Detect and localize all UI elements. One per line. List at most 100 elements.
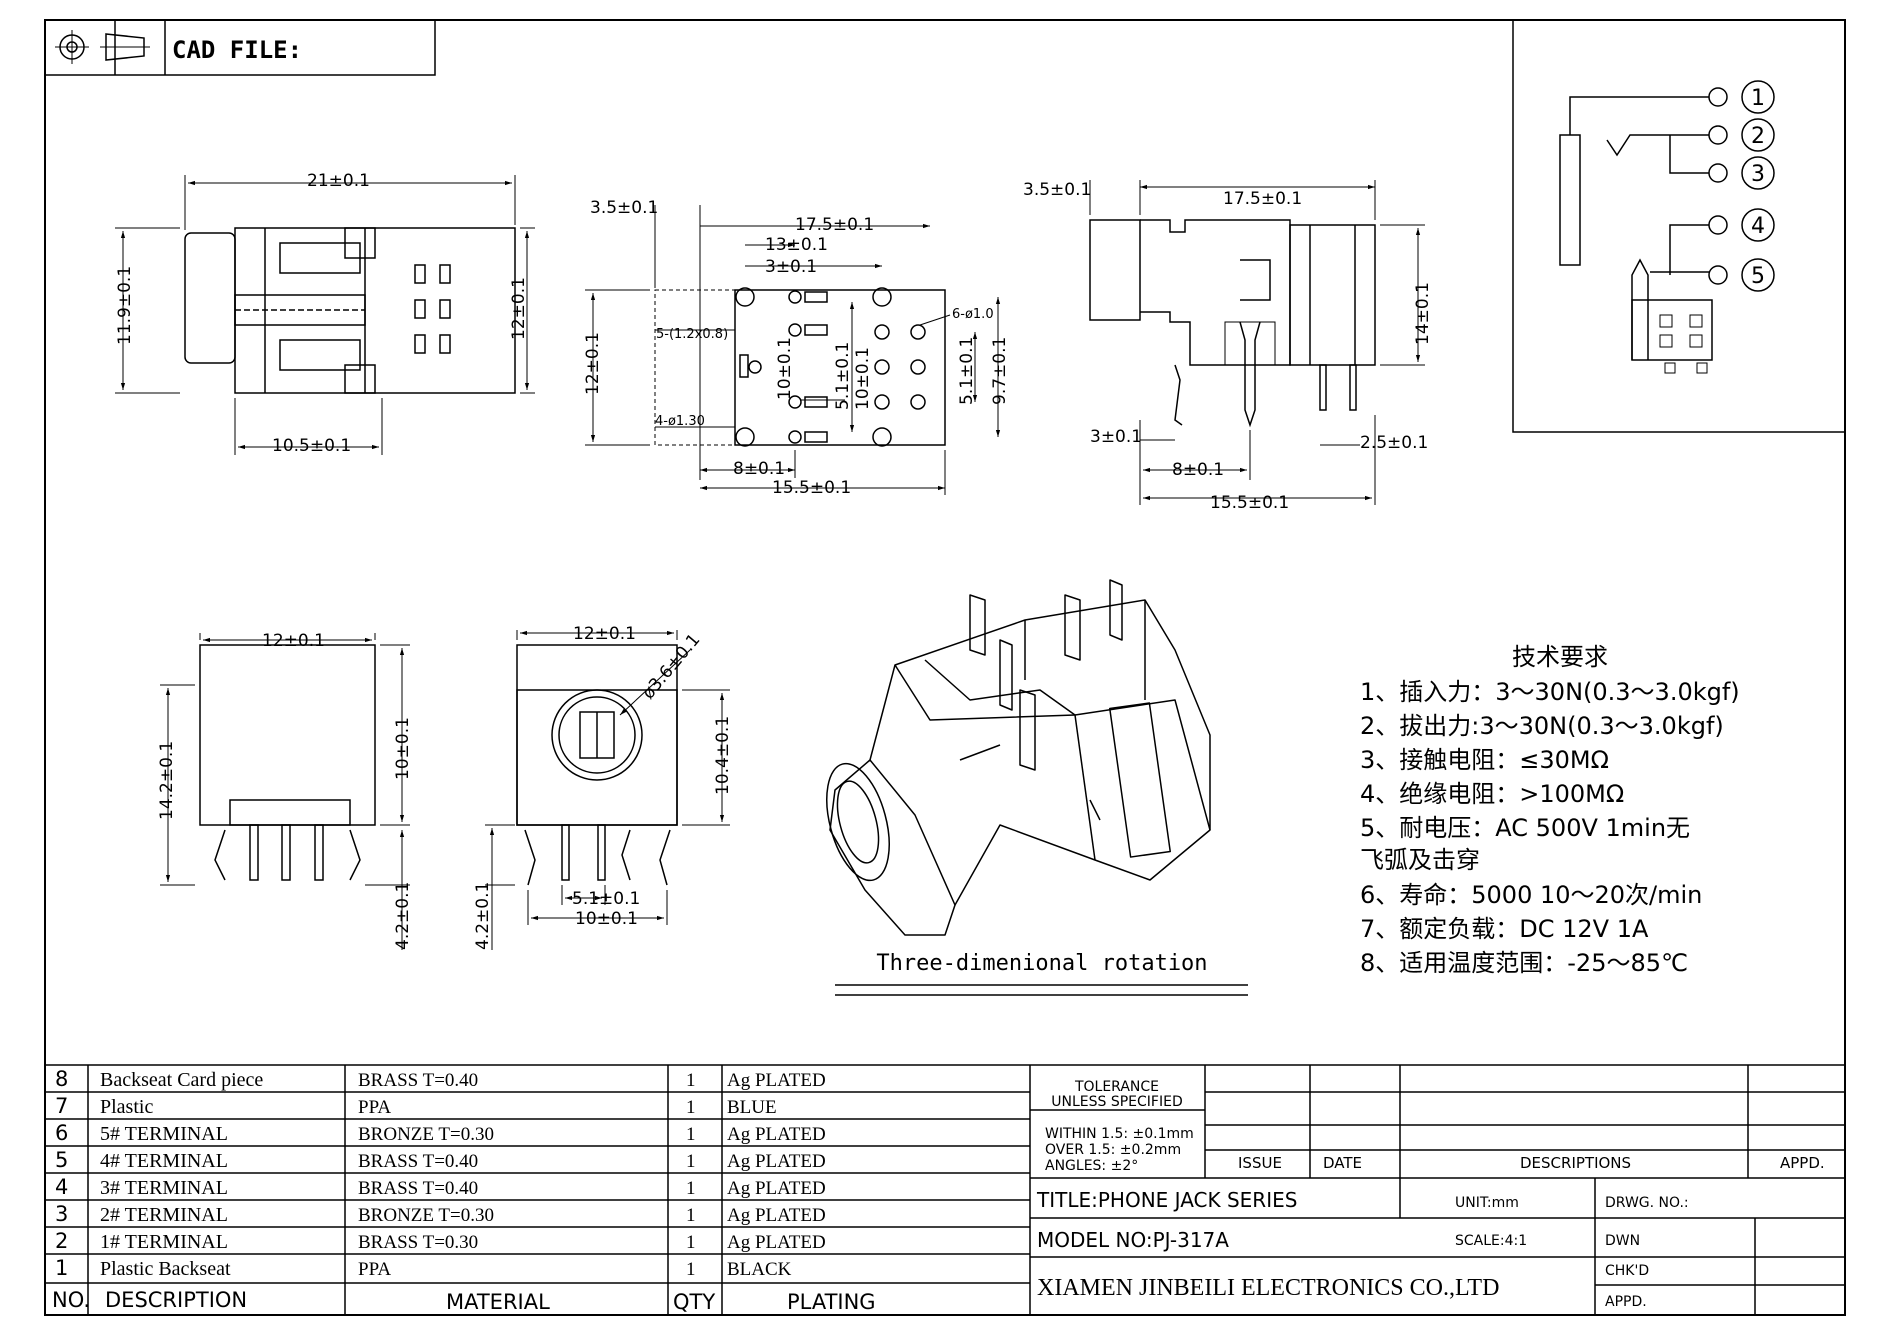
descriptions-label: DESCRIPTIONS: [1520, 1154, 1631, 1172]
cad-header: CAD FILE:: [44, 19, 436, 76]
dim-2-5: 2.5±0.1: [1360, 433, 1428, 453]
bom-cell-no: 2: [55, 1229, 68, 1253]
bom-cell-qty: 1: [686, 1151, 696, 1172]
bom-cell-desc: 1# TERMINAL: [100, 1231, 228, 1253]
pin-label: 2: [1751, 124, 1765, 149]
isometric-view: [826, 579, 1211, 936]
bom-cell-desc: 2# TERMINAL: [100, 1204, 228, 1226]
bom-header-mat: MATERIAL: [446, 1290, 550, 1314]
bom-cell-mat: BRASS T=0.40: [358, 1151, 478, 1172]
dim-11-9: 11.9±0.1: [115, 266, 135, 345]
footprint-labels: 3.5±0.1 17.5±0.1 13±0.1 3±0.1 5-(1.2x0.8…: [583, 198, 1010, 498]
dim-3-5: 3.5±0.1: [590, 198, 658, 218]
dwn-label: DWN: [1605, 1233, 1640, 1249]
tolerance-angles: ANGLES: ±2°: [1045, 1158, 1138, 1174]
bom-cell-desc: 4# TERMINAL: [100, 1150, 228, 1172]
bom-cell-mat: BRASS T=0.40: [358, 1070, 478, 1091]
pin-label: 4: [1751, 214, 1765, 239]
dim-15-5-fp: 15.5±0.1: [772, 478, 851, 498]
tolerance-within: WITHIN 1.5: ±0.1mm: [1045, 1126, 1194, 1142]
drwg-no-label: DRWG. NO.:: [1605, 1195, 1689, 1211]
bom-cell-plating: Ag PLATED: [727, 1151, 826, 1172]
requirement-line: 3、接触电阻：≤30MΩ: [1360, 746, 1609, 774]
dim-14: 14±0.1: [1413, 282, 1433, 345]
requirement-line: 7、额定负载：DC 12V 1A: [1360, 915, 1649, 943]
bom-cell-no: 6: [55, 1121, 68, 1145]
dim-10-rv: 10±0.1: [393, 717, 413, 780]
requirement-line: 2、拔出力:3～30N(0.3～3.0kgf): [1360, 712, 1724, 740]
bom-cell-desc: Plastic: [100, 1096, 153, 1118]
note-5-slots: 5-(1.2x0.8): [656, 327, 728, 342]
dim-4-2-fv: 4.2±0.1: [473, 882, 493, 950]
company-name: XIAMEN JINBEILI ELECTRONICS CO.,LTD: [1037, 1275, 1499, 1301]
dim-10-5: 10.5±0.1: [272, 436, 351, 456]
dim-14-2: 14.2±0.1: [157, 741, 177, 820]
front-view-labels: 12±0.1 ø3.6±0.1 10.4±0.1 5.1±0.1 10±0.1 …: [473, 624, 733, 950]
rear-view-labels: 12±0.1 14.2±0.1 10±0.1 4.2±0.1: [157, 631, 413, 950]
dim-4-2-rv: 4.2±0.1: [393, 882, 413, 950]
unit-label: UNIT:mm: [1455, 1195, 1519, 1211]
footprint-dimensions: [585, 205, 1001, 495]
dim-5-1-fp2: 5.1±0.1: [957, 337, 977, 405]
date-label: DATE: [1323, 1154, 1362, 1172]
footprint-view: [654, 287, 946, 447]
dim-17-5: 17.5±0.1: [795, 215, 874, 235]
dim-8-fp: 8±0.1: [733, 459, 785, 479]
bom-cell-qty: 1: [686, 1259, 696, 1280]
bom-cell-no: 1: [55, 1256, 68, 1280]
cad-file-label: CAD FILE:: [172, 36, 302, 64]
appd-label: APPD.: [1605, 1294, 1647, 1310]
side-view-dimensions: [115, 175, 535, 455]
bom-cell-plating: Ag PLATED: [727, 1178, 826, 1199]
bom-cell-desc: Backseat Card piece: [100, 1069, 263, 1091]
dim-17-5-fe: 17.5±0.1: [1223, 189, 1302, 209]
dim-13: 13±0.1: [765, 235, 828, 255]
side-view-labels: 21±0.1 11.9±0.1 12±0.1 10.5±0.1: [115, 171, 529, 456]
sheet-border: [44, 19, 1846, 1316]
requirements-block: 技术要求 1、插入力：3～30N(0.3～3.0kgf) 2、拔出力:3～30N…: [1360, 643, 1740, 977]
title-label: TITLE:PHONE JACK SERIES: [1036, 1188, 1297, 1212]
requirement-line: 飞弧及击穿: [1360, 846, 1480, 874]
dim-5-1-fp: 5.1±0.1: [833, 342, 853, 410]
front-view-dimensions: [485, 630, 730, 950]
dim-12-rv: 12±0.1: [262, 631, 325, 651]
dim-21: 21±0.1: [307, 171, 370, 191]
bom-header-qty: QTY: [673, 1290, 715, 1314]
bom-cell-mat: BRASS T=0.30: [358, 1232, 478, 1253]
bom-cell-plating: BLACK: [727, 1259, 792, 1280]
front-view: [516, 644, 678, 886]
iso-caption: Three-dimenional rotation: [876, 951, 1207, 976]
bom-cell-mat: PPA: [358, 1259, 391, 1280]
front-elevation-view: [1089, 219, 1376, 428]
dim-10-fp: 10±0.1: [775, 337, 795, 400]
bom-cell-qty: 1: [686, 1232, 696, 1253]
dim-12-fv: 12±0.1: [573, 624, 636, 644]
dim-10-fp2: 10±0.1: [853, 347, 873, 410]
dim-10-fv: 10±0.1: [575, 909, 638, 929]
title-block-text: TOLERANCE UNLESS SPECIFIED WITHIN 1.5: ±…: [1036, 1079, 1825, 1310]
bom-cell-plating: Ag PLATED: [727, 1070, 826, 1091]
bom-cell-no: 5: [55, 1148, 68, 1172]
dim-9-7: 9.7±0.1: [990, 337, 1010, 405]
pin-label: 1: [1751, 86, 1765, 111]
rear-view: [199, 644, 376, 881]
chkd-label: CHK'D: [1605, 1263, 1649, 1279]
pin-label: 3: [1751, 162, 1765, 187]
bom-cell-no: 8: [55, 1067, 68, 1091]
bom-cell-qty: 1: [686, 1124, 696, 1145]
bom-cell-no: 3: [55, 1202, 68, 1226]
bom-cell-qty: 1: [686, 1178, 696, 1199]
bom-cell-plating: Ag PLATED: [727, 1124, 826, 1145]
note-6-holes: 6-ø1.0: [952, 307, 994, 322]
first-angle-projection-icon: [55, 30, 150, 64]
tolerance-label: TOLERANCE: [1074, 1079, 1159, 1095]
bom-cell-no: 4: [55, 1175, 68, 1199]
bom-cell-plating: BLUE: [727, 1097, 777, 1118]
bom-cell-qty: 1: [686, 1205, 696, 1226]
bom-cell-qty: 1: [686, 1097, 696, 1118]
bom-cell-plating: Ag PLATED: [727, 1205, 826, 1226]
dim-15-5-fe: 15.5±0.1: [1210, 493, 1289, 513]
front-elevation-labels: 3.5±0.1 17.5±0.1 14±0.1 3±0.1 8±0.1 15.5…: [1023, 180, 1433, 513]
tolerance-over: OVER 1.5: ±0.2mm: [1045, 1142, 1181, 1158]
